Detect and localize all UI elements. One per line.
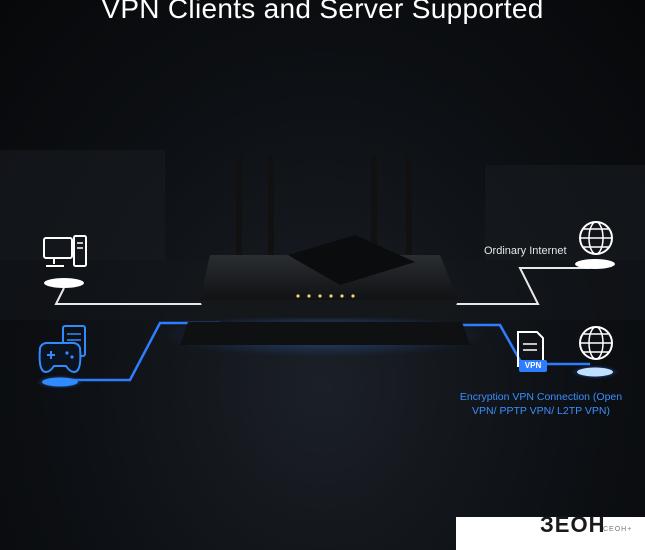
watermark-logo: ЗЕОН (540, 512, 606, 537)
watermark-small-text: СЕОН+ (603, 526, 633, 533)
router-image (160, 156, 490, 357)
globe-icon-vpn (571, 326, 619, 379)
vpn-server-icon (517, 331, 547, 372)
vpn-connection-label: Encryption VPN Connection (Open VPN/ PPT… (459, 391, 623, 417)
vpn-tag-label: VPN (524, 361, 542, 370)
game-controller-icon (36, 325, 86, 389)
watermark-background (456, 517, 645, 550)
router-leds (296, 294, 355, 298)
page-title: VPN Clients and Server Supported (101, 0, 544, 24)
ordinary-connection-lines (54, 267, 590, 305)
ordinary-internet-label: Ordinary Internet (484, 245, 567, 257)
globe-icon-ordinary (575, 221, 615, 269)
desktop-computer-icon (43, 235, 87, 288)
